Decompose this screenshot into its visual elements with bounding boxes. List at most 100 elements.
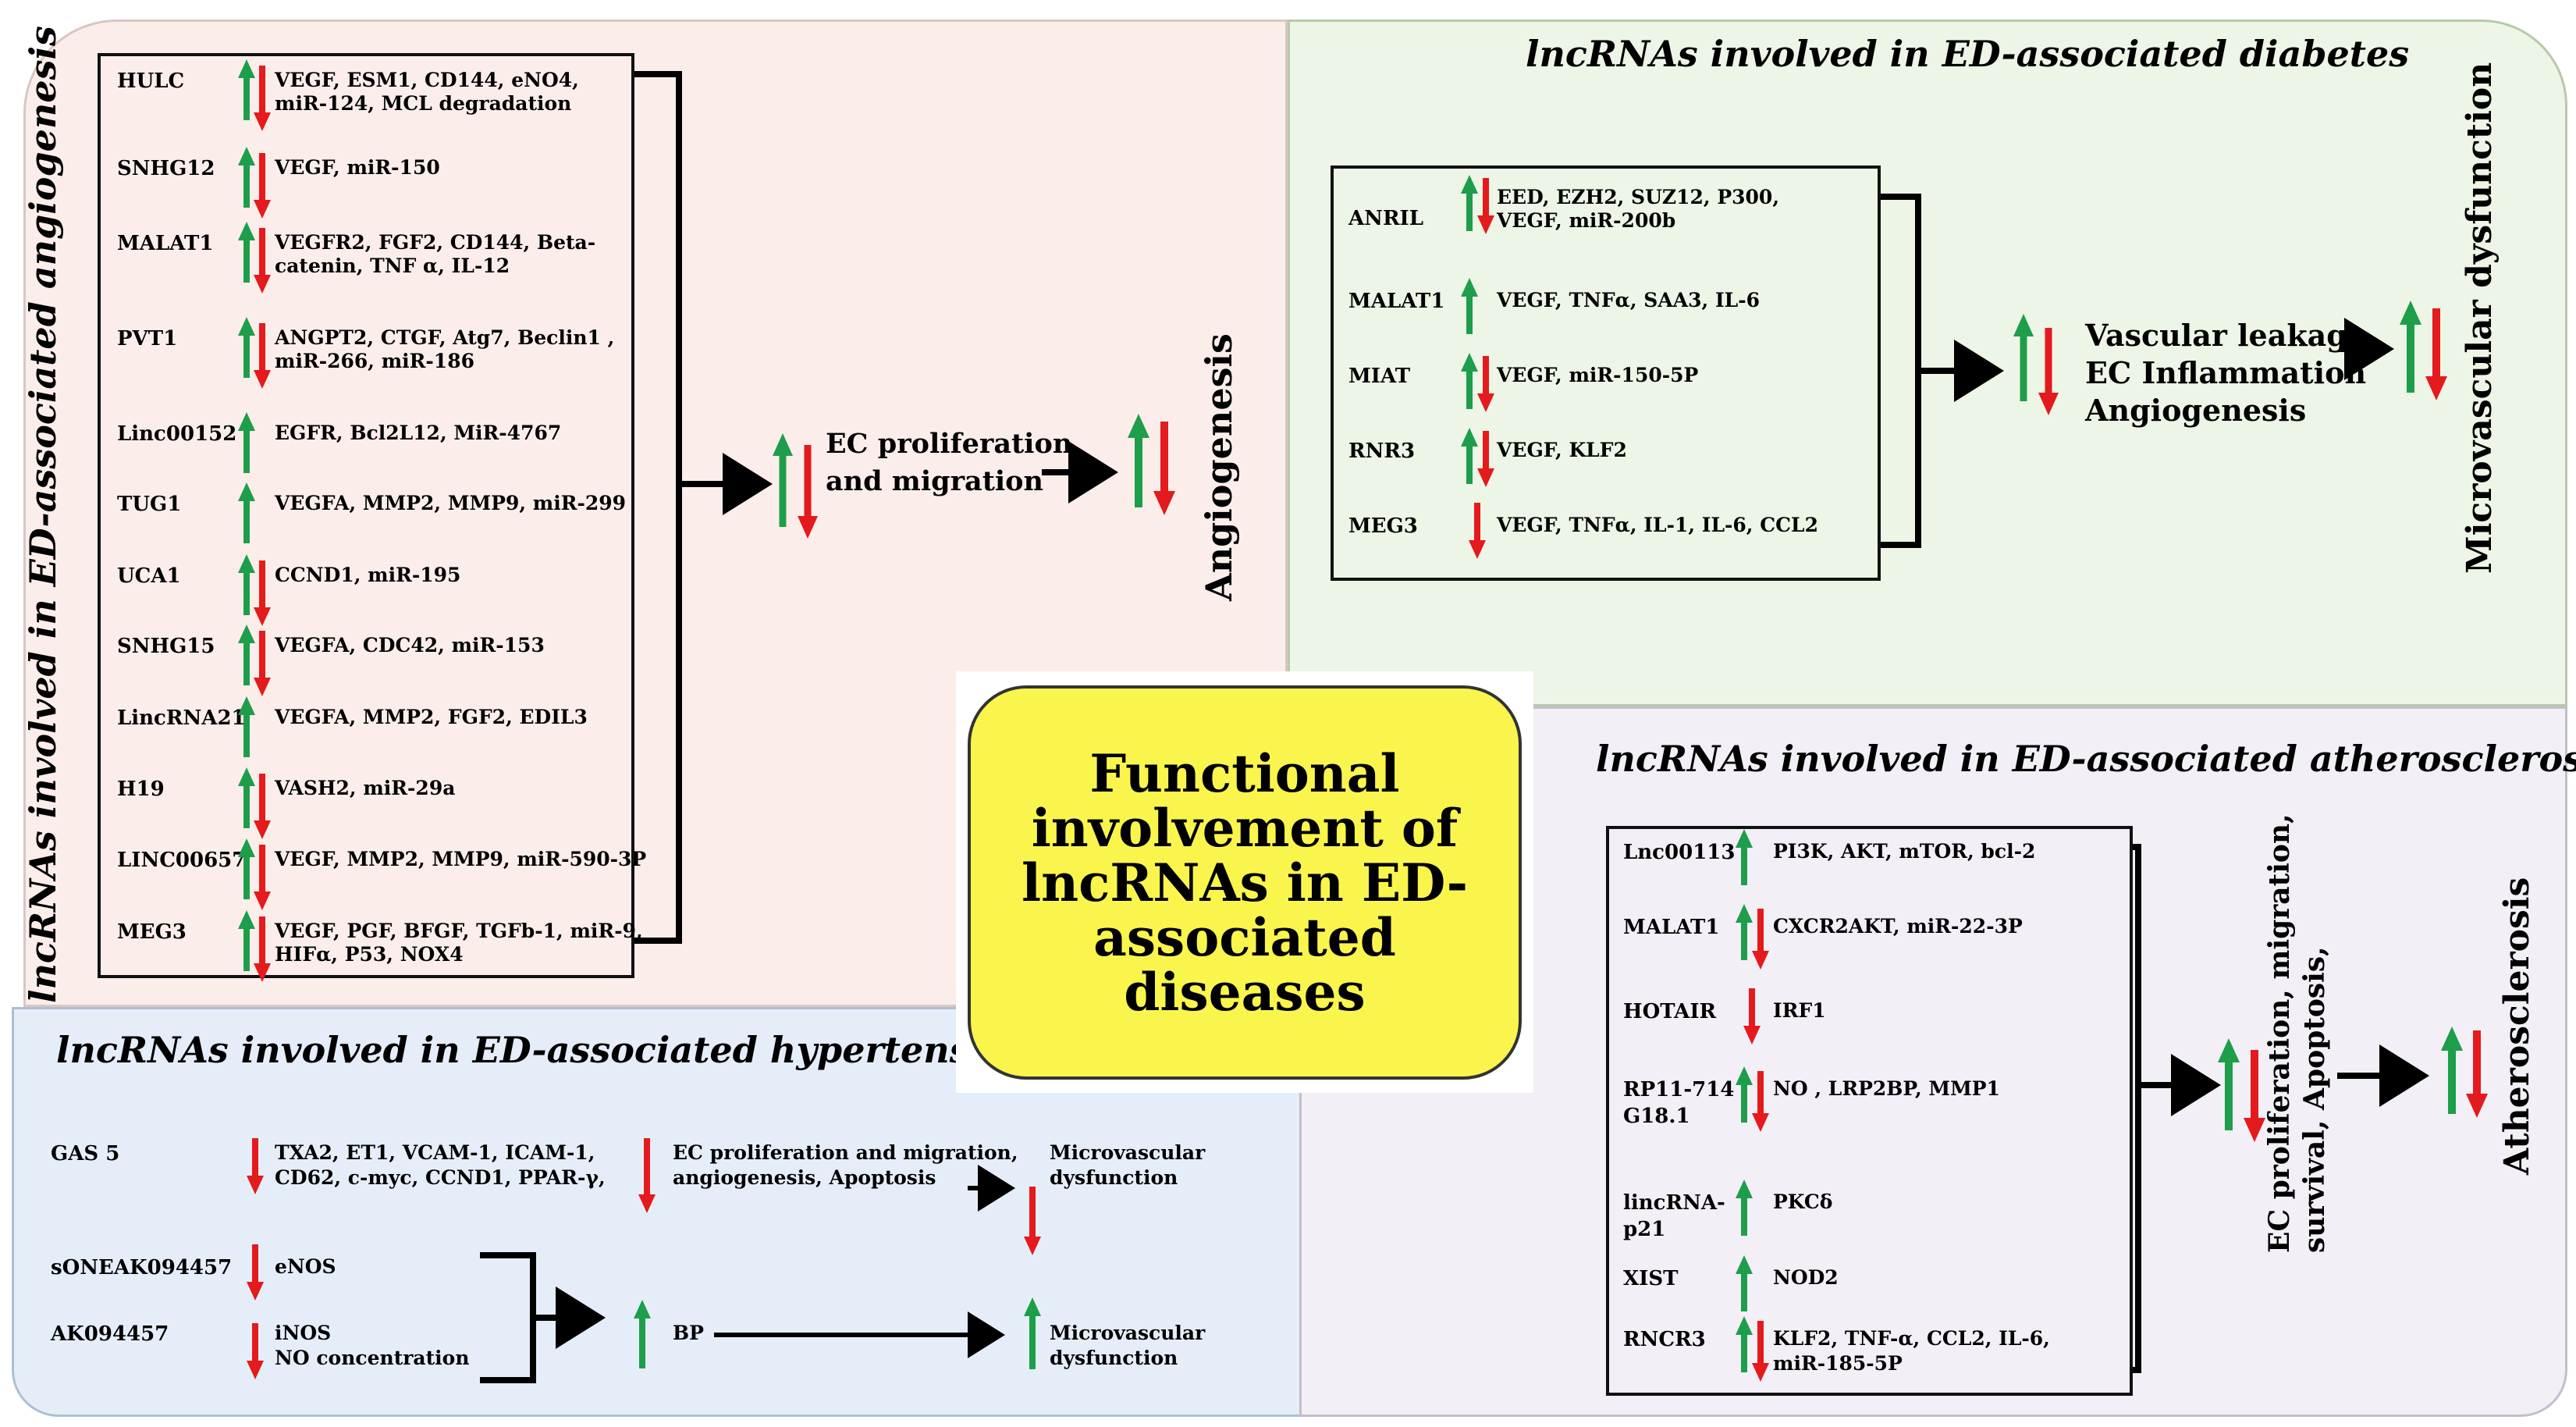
atherosclerosis-lncrna-box <box>1606 826 2133 1396</box>
down-arrow-icon <box>638 1138 656 1213</box>
angiogenesis-bracket <box>634 71 682 944</box>
diabetes-lncrna-box <box>1331 165 1881 581</box>
angiogenesis-lncrna-targets: HIFα, P53, NOX4 <box>275 943 464 966</box>
diabetes-lncrna-targets: VEGF, miR-150-5P <box>1497 364 1699 386</box>
atherosclerosis-lncrna-targets: PKCδ <box>1773 1190 1833 1213</box>
down-arrow-icon <box>247 1323 264 1379</box>
down-arrow-icon <box>1752 1071 1769 1132</box>
down-arrow-icon <box>1752 909 1769 970</box>
gas5-outcome-line1: Microvascular <box>1050 1141 1206 1164</box>
up-arrow-icon <box>238 910 255 971</box>
bp-label: BP <box>673 1322 704 1344</box>
down-arrow-icon <box>254 323 271 389</box>
gas5-outcome-line2: dysfunction <box>1050 1166 1178 1189</box>
atherosclerosis-lncrna-targets: CXCR2AKT, miR-22-3P <box>1773 915 2023 938</box>
up-arrow-icon <box>1736 829 1753 885</box>
down-arrow-icon <box>254 153 271 219</box>
angiogenesis-lncrna-name: SNHG12 <box>117 157 215 180</box>
angiogenesis-lncrna-targets: VASH2, miR-29a <box>275 777 456 799</box>
angiogenesis-effect-line2: and migration <box>826 465 1043 497</box>
up-arrow-icon <box>1736 1255 1753 1311</box>
diabetes-lncrna-targets: VEGF, TNFα, SAA3, IL-6 <box>1497 289 1760 311</box>
up-arrow-icon <box>2218 1038 2240 1130</box>
atherosclerosis-lncrna-targets: IRF1 <box>1773 999 1826 1022</box>
down-arrow-icon <box>254 916 271 982</box>
down-arrow-icon <box>254 228 271 294</box>
diabetes-effect-line3: Angiogenesis <box>2085 393 2307 428</box>
angiogenesis-lncrna-targets: miR-266, miR-186 <box>275 350 474 372</box>
diabetes-bracket <box>1881 194 1921 548</box>
angiogenesis-lncrna-targets: VEGF, PGF, BFGF, TGFb-1, miR-9, <box>275 920 643 942</box>
down-arrow-icon <box>1743 988 1761 1044</box>
angiogenesis-lncrna-targets: EGFR, Bcl2L12, MiR-4767 <box>275 422 562 444</box>
atherosclerosis-lncrna-name: Lnc00113 <box>1623 841 1736 864</box>
down-arrow-icon <box>254 845 271 910</box>
angiogenesis-lncrna-targets: VEGFA, MMP2, FGF2, EDIL3 <box>275 706 588 728</box>
hypertension-title: lncRNAs involved in ED-associated hypert… <box>56 1029 1034 1071</box>
angiogenesis-lncrna-name: Linc00152 <box>117 422 237 446</box>
diabetes-effect-line1: Vascular leakage <box>2085 318 2367 353</box>
up-arrow-icon <box>1736 904 1753 960</box>
angiogenesis-lncrna-targets: miR-124, MCL degradation <box>275 92 572 115</box>
angiogenesis-lncrna-targets: CCND1, miR-195 <box>275 564 461 586</box>
down-arrow-icon <box>2425 308 2447 400</box>
angiogenesis-lncrna-targets: catenin, TNF α, IL-12 <box>275 254 510 277</box>
down-arrow-icon <box>1477 431 1494 487</box>
angiogenesis-lncrna-name: HULC <box>117 69 185 93</box>
up-arrow-icon <box>1461 353 1478 409</box>
angiogenesis-lncrna-name: MALAT1 <box>117 232 214 255</box>
up-arrow-icon <box>238 696 255 757</box>
up-arrow-icon <box>238 838 255 899</box>
angiogenesis-lncrna-name: SNHG15 <box>117 635 215 658</box>
down-arrow-icon <box>2466 1030 2488 1118</box>
center-title: Functional involvement of lncRNAs in ED-… <box>1022 742 1468 1023</box>
center-card: Functional involvement of lncRNAs in ED-… <box>968 685 1522 1080</box>
down-arrow-icon <box>254 560 271 626</box>
up-arrow-icon <box>1736 1180 1753 1236</box>
angiogenesis-lncrna-box <box>98 53 634 978</box>
up-arrow-icon <box>1461 175 1478 231</box>
diabetes-effect-line2: EC Inflammation <box>2085 355 2367 390</box>
angiogenesis-lncrna-targets: VEGF, miR-150 <box>275 156 440 179</box>
ak-target-line2: NO concentration <box>275 1347 470 1369</box>
angiogenesis-lncrna-name: UCA1 <box>117 564 181 588</box>
up-arrow-icon <box>1024 1297 1041 1369</box>
up-arrow-icon <box>1128 414 1149 507</box>
down-arrow-icon <box>254 774 271 839</box>
atherosclerosis-title: lncRNAs involved in ED-associated athero… <box>1596 738 2576 780</box>
atherosclerosis-lncrna-name: RNCR3 <box>1623 1328 1706 1351</box>
diabetes-lncrna-targets: VEGF, KLF2 <box>1497 439 1627 461</box>
atherosclerosis-lncrna-targets: NO , LRP2BP, MMP1 <box>1773 1077 2000 1100</box>
ak-name: AK094457 <box>51 1322 169 1346</box>
diabetes-lncrna-name: ANRIL <box>1348 207 1423 230</box>
up-arrow-icon <box>238 554 255 615</box>
diabetes-lncrna-targets: VEGF, TNFα, IL-1, IL-6, CCL2 <box>1497 514 1818 536</box>
angiogenesis-lncrna-targets: VEGF, MMP2, MMP9, miR-590-3P <box>275 848 647 870</box>
up-arrow-icon <box>1736 1066 1753 1123</box>
atherosclerosis-lncrna-name: MALAT1 <box>1623 916 1720 939</box>
angiogenesis-lncrna-name: PVT1 <box>117 327 178 351</box>
angiogenesis-lncrna-targets: VEGFA, CDC42, miR-153 <box>275 634 545 657</box>
angiogenesis-lncrna-name: LincRNA21 <box>117 706 246 730</box>
down-arrow-icon <box>1477 356 1494 412</box>
up-arrow-icon <box>634 1300 651 1368</box>
diabetes-lncrna-targets: EED, EZH2, SUZ12, P300, <box>1497 186 1780 208</box>
atherosclerosis-lncrna-targets: PI3K, AKT, mTOR, bcl-2 <box>1773 840 2036 863</box>
bp-outcome-line2: dysfunction <box>1050 1347 1178 1369</box>
diabetes-lncrna-name: RNR3 <box>1348 439 1416 463</box>
up-arrow-icon <box>1461 428 1478 484</box>
down-arrow-icon <box>2244 1050 2265 1142</box>
gas5-effect-line1: EC proliferation and migration, <box>673 1141 1018 1164</box>
gas5-targets-line2: CD62, c-myc, CCND1, PPAR-γ, <box>275 1166 606 1189</box>
down-arrow-icon <box>254 66 271 131</box>
angiogenesis-lncrna-name: LINC00657 <box>117 849 247 872</box>
angiogenesis-lncrna-targets: VEGFR2, FGF2, CD144, Beta- <box>275 231 596 254</box>
diabetes-lncrna-name: MEG3 <box>1348 514 1418 538</box>
atherosclerosis-lncrna-name: RP11-714 <box>1623 1078 1735 1101</box>
down-arrow-icon <box>1153 422 1175 515</box>
down-arrow-icon <box>1469 503 1486 559</box>
angiogenesis-lncrna-name: TUG1 <box>117 493 182 516</box>
up-arrow-icon <box>238 412 255 473</box>
up-arrow-icon <box>2441 1027 2463 1114</box>
up-arrow-icon <box>2400 301 2421 393</box>
